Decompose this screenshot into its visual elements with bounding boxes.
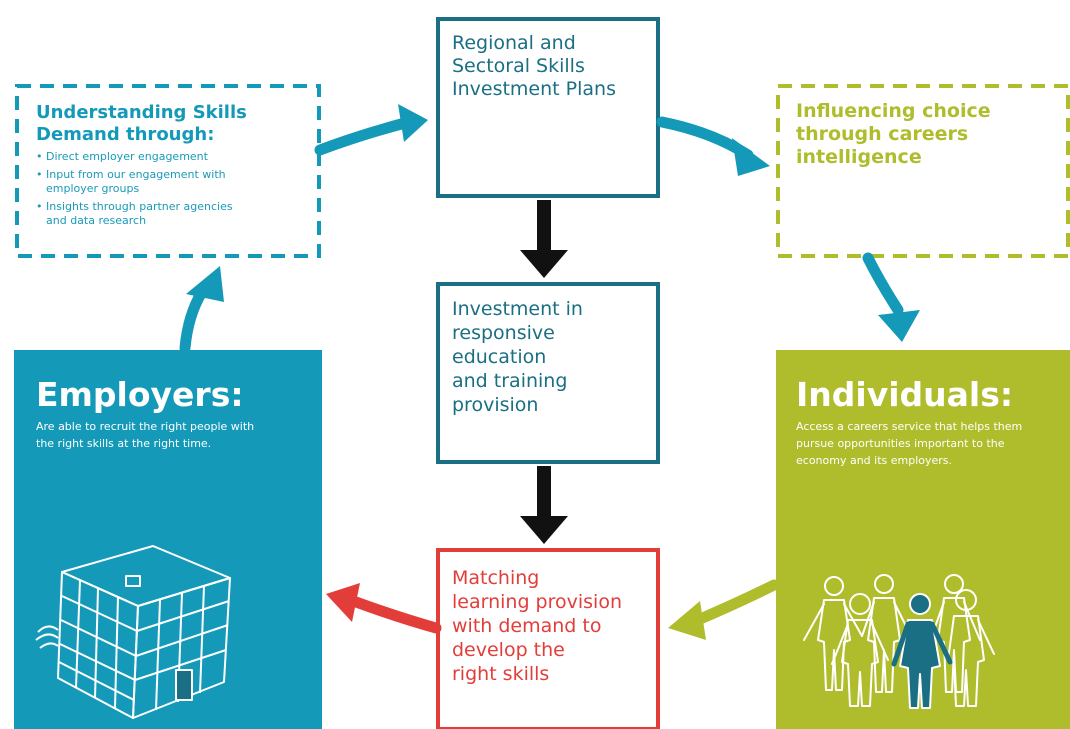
influencing-line2: through careers bbox=[796, 123, 969, 145]
bullet-text: employer groups bbox=[46, 182, 140, 195]
understanding-title-line1: Understanding Skills bbox=[36, 102, 247, 123]
employers-desc-line2: the right skills at the right time. bbox=[36, 437, 212, 450]
influencing-line3: intelligence bbox=[796, 146, 922, 168]
bullet-text: Input from our engagement with bbox=[46, 168, 226, 181]
arrow-influencing-to-individuals bbox=[862, 252, 920, 342]
investment-line5: provision bbox=[452, 394, 539, 416]
arrow-matching-to-employers bbox=[326, 583, 442, 634]
arrow-regional-to-influencing bbox=[656, 116, 770, 176]
understanding-box-border bbox=[15, 84, 321, 258]
employers-heading: Employers: bbox=[36, 375, 244, 414]
understanding-title: Understanding Skills Demand through: bbox=[36, 102, 312, 146]
matching-box-title: Matching learning provision with demand … bbox=[452, 566, 622, 686]
office-building-icon bbox=[35, 545, 231, 719]
regional-box-border bbox=[436, 17, 660, 198]
regional-box-title: Regional and Sectoral Skills Investment … bbox=[452, 32, 616, 101]
investment-line1: Investment in bbox=[452, 298, 583, 320]
matching-line1: Matching bbox=[452, 567, 540, 589]
understanding-bullet-list: Direct employer engagement Input from ou… bbox=[36, 150, 312, 228]
individuals-desc-line2: pursue opportunities important to the bbox=[796, 437, 1005, 450]
regional-line2: Sectoral Skills bbox=[452, 55, 585, 77]
influencing-line1: Influencing choice bbox=[796, 100, 991, 122]
employers-desc-line1: Are able to recruit the right people wit… bbox=[36, 420, 255, 433]
investment-box-border bbox=[436, 282, 660, 464]
arrow-regional-to-investment bbox=[520, 200, 568, 278]
individuals-desc-line3: economy and its employers. bbox=[796, 454, 953, 467]
investment-line3: education bbox=[452, 346, 547, 368]
understanding-title-line2: Demand through: bbox=[36, 124, 215, 145]
regional-line3: Investment Plans bbox=[452, 78, 616, 100]
investment-box-title: Investment in responsive education and t… bbox=[452, 297, 583, 417]
individuals-desc-line1: Access a careers service that helps them bbox=[796, 420, 1023, 433]
matching-line3: with demand to bbox=[452, 615, 602, 637]
bullet-text: and data research bbox=[46, 214, 147, 227]
matching-line4: develop the bbox=[452, 639, 565, 661]
arrow-understanding-to-regional bbox=[314, 104, 428, 156]
arrow-employers-to-understanding bbox=[179, 266, 224, 354]
influencing-box-title: Influencing choice through careers intel… bbox=[796, 100, 991, 169]
matching-line2: learning provision bbox=[452, 591, 622, 613]
individuals-description: Access a careers service that helps them… bbox=[796, 418, 1064, 469]
individuals-text: Individuals: Access a careers service th… bbox=[796, 376, 1064, 469]
regional-line1: Regional and bbox=[452, 32, 576, 54]
bullet-text: Insights through partner agencies bbox=[46, 200, 233, 213]
employers-description: Are able to recruit the right people wit… bbox=[36, 418, 316, 452]
arrow-individuals-to-matching bbox=[668, 579, 780, 640]
people-group-icon bbox=[803, 574, 995, 709]
understanding-box: Understanding Skills Demand through: Dir… bbox=[36, 102, 312, 232]
investment-line2: responsive bbox=[452, 322, 555, 344]
individuals-heading: Individuals: bbox=[796, 375, 1014, 414]
bullet-text: Direct employer engagement bbox=[46, 150, 208, 163]
matching-box-border bbox=[436, 548, 660, 729]
investment-line4: and training bbox=[452, 370, 568, 392]
arrow-investment-to-matching bbox=[520, 466, 568, 544]
employers-text: Employers: Are able to recruit the right… bbox=[36, 376, 316, 452]
matching-line5: right skills bbox=[452, 663, 550, 685]
influencing-box-border bbox=[776, 84, 1070, 258]
list-item: Direct employer engagement bbox=[36, 150, 312, 164]
